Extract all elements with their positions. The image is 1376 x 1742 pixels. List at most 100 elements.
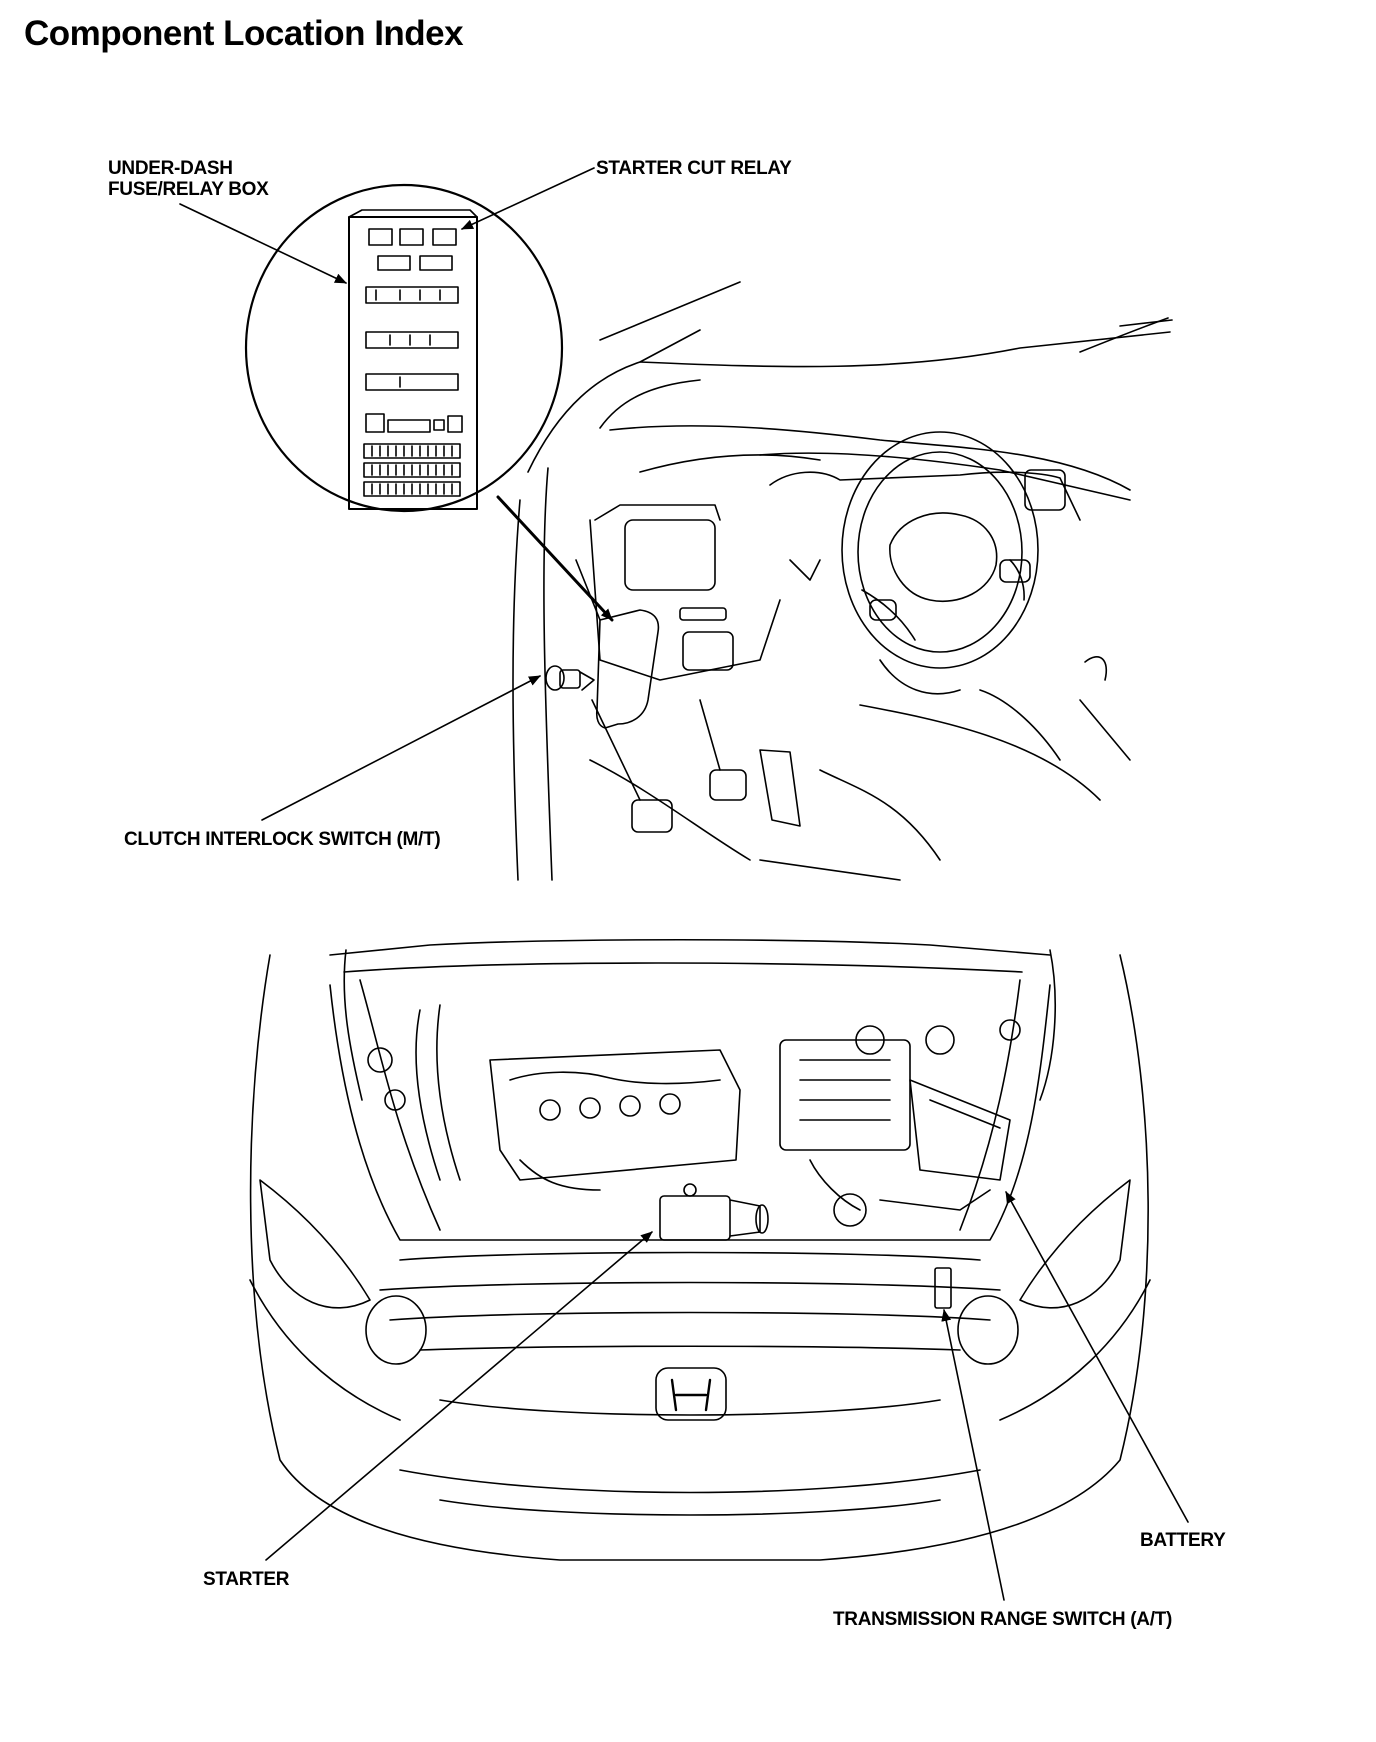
steering-wheel-outer xyxy=(842,432,1038,668)
stalk-left xyxy=(790,560,820,580)
fuse-block-c xyxy=(448,416,462,432)
label-under-dash-fuse-relay-box: UNDER-DASH FUSE/RELAY BOX xyxy=(108,158,269,200)
a-pillar-outer xyxy=(528,330,700,472)
dash-top-right-edge xyxy=(1120,320,1172,326)
leader-transmission-range-switch xyxy=(941,1309,1004,1600)
label-starter: STARTER xyxy=(203,1569,290,1590)
fuse-row-1 xyxy=(366,287,458,303)
dash-contour-2 xyxy=(640,455,820,472)
grille-bar-1 xyxy=(380,1283,1000,1291)
label-clutch-interlock-switch: CLUTCH INTERLOCK SWITCH (M/T) xyxy=(124,829,441,850)
steering-buttons-right xyxy=(1000,560,1030,582)
accelerator-pedal xyxy=(760,750,800,826)
grille-bar-2 xyxy=(390,1313,990,1321)
air-filter-box xyxy=(780,1040,910,1150)
door-inner-line xyxy=(544,468,552,880)
relay-3 xyxy=(378,256,410,270)
dash-top-line xyxy=(640,332,1170,367)
leader-battery xyxy=(1006,1191,1188,1522)
floor-line-4 xyxy=(860,705,1100,800)
leader-clutch-interlock-switch xyxy=(262,676,541,820)
starter-cut-relay-part xyxy=(433,229,456,245)
bumper-lower xyxy=(400,1470,980,1493)
page-title: Component Location Index xyxy=(24,14,464,53)
fuse-row-3 xyxy=(366,374,458,390)
steering-wheel-hub xyxy=(890,513,997,601)
steering-spoke-left xyxy=(862,590,915,640)
relay-2 xyxy=(400,229,423,245)
fuse-box-zoom-detail xyxy=(246,185,562,511)
bay-right-inner xyxy=(960,980,1020,1230)
fuse-row-1-dividers xyxy=(376,290,440,300)
mini-fuse-row-3 xyxy=(364,482,460,496)
coil-4 xyxy=(660,1094,680,1114)
relay-5 xyxy=(366,414,384,432)
right-bolt xyxy=(1000,1020,1020,1040)
console-wire xyxy=(1085,657,1106,680)
steering-wheel-inner xyxy=(858,452,1022,652)
under-dash-fuse-box-panel xyxy=(597,610,659,728)
air-box-cap xyxy=(856,1026,884,1054)
center-stack-outline xyxy=(590,520,780,680)
bumper-upper xyxy=(440,1400,940,1415)
center-display xyxy=(625,520,715,590)
a-pillar-inner xyxy=(600,380,700,428)
honda-emblem-h xyxy=(672,1380,710,1410)
label-under-dash-line1: UNDER-DASH xyxy=(108,158,233,179)
climate-panel xyxy=(683,632,733,670)
center-display-hood xyxy=(595,505,720,520)
fuse-box-top-tab xyxy=(349,210,477,217)
fender-left xyxy=(250,1280,400,1420)
battery-part xyxy=(910,1080,1010,1180)
air-box-ribs xyxy=(800,1060,890,1120)
mini-fuse-row-2-dividers xyxy=(372,465,452,475)
coil-3 xyxy=(620,1096,640,1116)
console-edge xyxy=(1080,700,1130,760)
body-outline xyxy=(251,955,1149,1560)
floor-line-2 xyxy=(760,860,900,880)
mini-fuse-row-2 xyxy=(364,463,460,477)
fuse-block-b xyxy=(434,420,444,430)
fog-light-left xyxy=(366,1296,426,1364)
dash-upper-contour xyxy=(610,426,1130,490)
floor-line-1 xyxy=(590,760,750,860)
front-car-illustration xyxy=(250,940,1150,1560)
fender-right xyxy=(1000,1280,1150,1420)
fuse-block-a xyxy=(388,420,430,432)
dash-contour-3 xyxy=(760,453,1130,500)
fluid-cap-center xyxy=(834,1194,866,1226)
fuse-box-outline xyxy=(349,217,477,509)
battery-top-edge xyxy=(930,1100,1000,1128)
clutch-pedal-arm xyxy=(592,700,640,800)
clutch-interlock-switch-part xyxy=(546,666,594,690)
brake-pedal-pad xyxy=(710,770,746,800)
steering-column xyxy=(880,660,960,694)
clutch-pedal-pad xyxy=(632,800,672,832)
relay-1 xyxy=(369,229,392,245)
hood-edge xyxy=(330,940,1050,955)
bay-left-inner xyxy=(360,980,440,1230)
intake-duct xyxy=(810,1160,860,1210)
label-starter-cut-relay: STARTER CUT RELAY xyxy=(596,158,792,179)
headlight-left xyxy=(260,1180,370,1308)
steering-buttons-left xyxy=(870,600,896,620)
steering-spoke-right xyxy=(1010,560,1024,600)
coil-1 xyxy=(540,1100,560,1120)
leader-starter xyxy=(266,1232,652,1560)
left-bolt xyxy=(385,1090,405,1110)
mini-fuse-row-1 xyxy=(364,444,460,458)
engine-block xyxy=(490,1050,740,1180)
floor-line-3 xyxy=(820,770,940,860)
grille-bar-3 xyxy=(420,1346,960,1350)
starter-part xyxy=(660,1184,768,1240)
hose-left-2 xyxy=(437,1005,460,1180)
engine-cover-ridge xyxy=(510,1072,720,1083)
lower-dash-edge xyxy=(576,560,600,620)
hose-left-1 xyxy=(416,1010,440,1180)
mini-fuse-row-1-dividers xyxy=(372,446,452,456)
dashboard-illustration xyxy=(513,282,1172,880)
relay-4 xyxy=(420,256,452,270)
transmission-range-switch-part xyxy=(935,1268,951,1308)
leader-under-dash-fuse-box xyxy=(180,204,347,283)
